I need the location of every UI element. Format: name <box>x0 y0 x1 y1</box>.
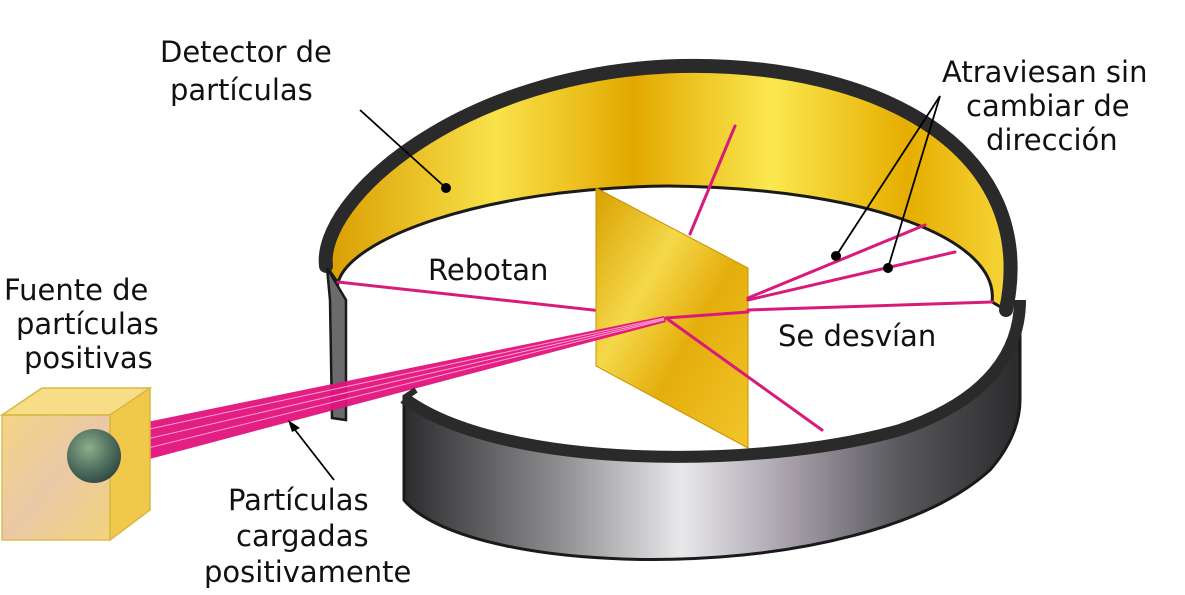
ray-pass-3 <box>746 300 994 312</box>
dot-pass-a <box>831 251 841 261</box>
label-particles-3: positivamente <box>204 555 411 589</box>
label-source-3: positivas <box>24 341 153 375</box>
detector-top-rim <box>318 58 1018 317</box>
label-pass-1: Atraviesan sin <box>942 55 1147 89</box>
label-deflect: Se desvían <box>778 319 936 353</box>
ray-pass-2 <box>746 250 957 302</box>
labels: Detector de partículas Fuente de partícu… <box>4 35 1147 589</box>
label-detector-1: Detector de <box>160 35 332 69</box>
label-particles-1: Partículas <box>228 483 369 517</box>
ray-deflect-up <box>688 124 737 236</box>
leader-pass-a <box>835 95 941 257</box>
leader-detector <box>359 109 447 189</box>
ray-deflect-short <box>664 310 750 320</box>
detector-front-rim <box>400 299 1026 463</box>
dot-detector <box>441 183 451 193</box>
label-particles-2: cargadas <box>236 519 369 553</box>
detector-left-end <box>325 267 348 422</box>
leader-pass-b <box>887 95 941 269</box>
label-source-2: partículas <box>16 307 159 341</box>
ray-deflect-down <box>664 316 824 432</box>
source-sphere <box>67 429 121 483</box>
leader-particles <box>291 425 335 481</box>
detector-front-band <box>400 299 1026 561</box>
label-detector-2: partículas <box>170 73 313 107</box>
label-bounce: Rebotan <box>428 253 548 287</box>
ray-pass-1 <box>746 223 927 300</box>
arrow-particles <box>288 420 300 432</box>
callouts <box>288 95 941 481</box>
particle-beam <box>107 316 666 470</box>
cube-icon <box>0 386 153 542</box>
dot-pass-b <box>883 263 893 273</box>
rays-front <box>664 223 994 432</box>
particle-detector <box>318 58 1018 422</box>
label-pass-2: cambiar de <box>966 89 1130 123</box>
label-source-1: Fuente de <box>4 273 148 307</box>
label-pass-3: dirección <box>986 123 1118 157</box>
